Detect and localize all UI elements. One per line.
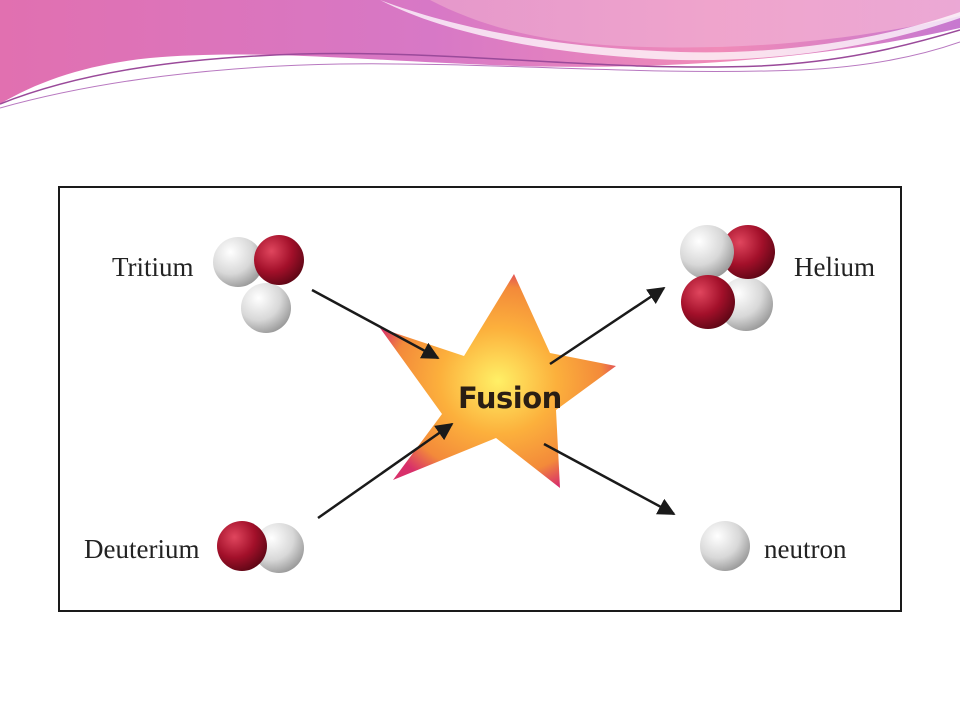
arrow-fusion-to-neutron	[543, 442, 676, 516]
proton-particle	[254, 235, 304, 285]
deuterium-label: Deuterium	[84, 534, 200, 564]
helium-label: Helium	[794, 252, 875, 282]
deuterium-nucleus	[217, 521, 304, 573]
arrow-tritium-to-fusion	[311, 288, 440, 360]
neutron-particle	[241, 283, 291, 333]
tritium-nucleus	[213, 235, 304, 333]
proton-particle	[217, 521, 267, 571]
neutron-particle	[700, 521, 750, 571]
diagram-artwork	[213, 225, 775, 573]
helium-nucleus	[680, 225, 775, 331]
proton-particle	[681, 275, 735, 329]
free-neutron	[700, 521, 750, 571]
neutron-label: neutron	[764, 534, 847, 564]
fusion-diagram: Tritium Deuterium Helium neutron Fusion	[58, 186, 902, 612]
banner-wave-light	[430, 0, 960, 48]
proton-particle	[721, 225, 775, 279]
neutron-particle	[213, 237, 263, 287]
decorative-banner	[0, 0, 960, 109]
arrow-deuterium-to-fusion	[317, 422, 454, 520]
fusion-label: Fusion	[458, 381, 562, 415]
neutron-particle	[680, 225, 734, 279]
tritium-label: Tritium	[112, 252, 194, 282]
arrow-fusion-to-helium	[549, 286, 666, 366]
neutron-particle	[254, 523, 304, 573]
banner-line-1	[0, 29, 960, 105]
neutron-particle	[719, 277, 773, 331]
banner-line-2	[0, 41, 960, 109]
